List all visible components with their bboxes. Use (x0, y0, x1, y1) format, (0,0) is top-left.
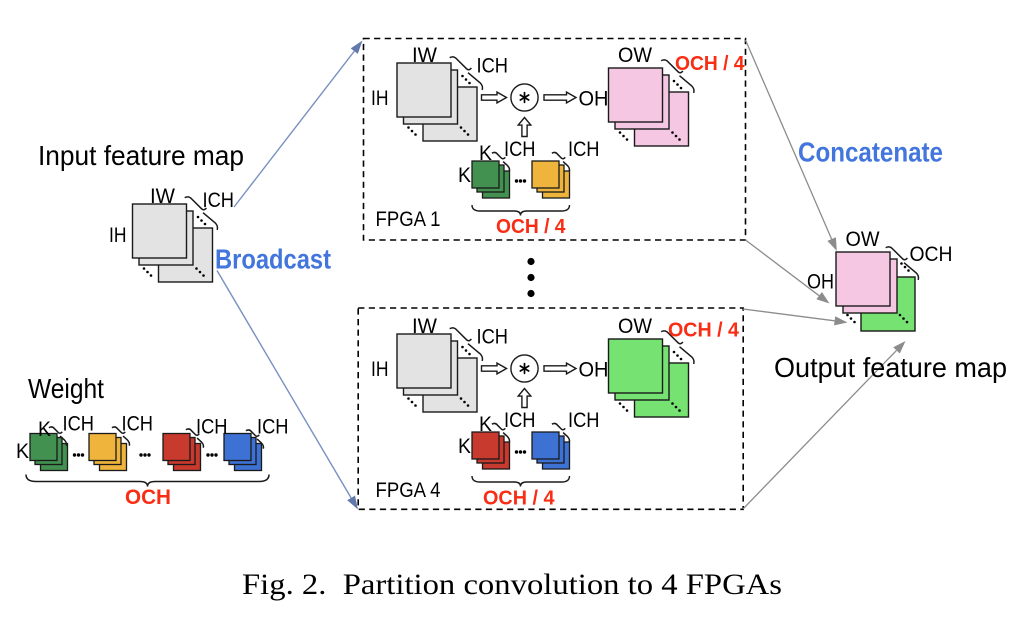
svg-text:OCH / 4: OCH / 4 (675, 53, 745, 75)
svg-text:ICH: ICH (257, 415, 289, 439)
svg-text:ICH: ICH (122, 412, 154, 436)
svg-text:FPGA 1: FPGA 1 (376, 207, 441, 231)
svg-text:ICH: ICH (63, 412, 95, 436)
svg-text:Output feature map: Output feature map (774, 352, 1007, 383)
svg-text:ICH: ICH (203, 188, 235, 212)
svg-text:ICH: ICH (196, 415, 228, 439)
svg-text:FPGA 4: FPGA 4 (376, 478, 441, 502)
svg-text:OCH / 4: OCH / 4 (668, 320, 740, 342)
svg-text:OCH: OCH (910, 242, 953, 266)
svg-text:OCH / 4: OCH / 4 (496, 216, 566, 238)
svg-text:OCH / 4: OCH / 4 (483, 488, 555, 510)
svg-text:IW: IW (150, 184, 176, 208)
svg-text:K: K (16, 439, 29, 463)
svg-text:Input feature map: Input feature map (38, 140, 244, 171)
svg-text:OCH: OCH (125, 486, 171, 509)
svg-text:Weight: Weight (28, 373, 104, 404)
svg-text:Broadcast: Broadcast (215, 244, 331, 275)
svg-text:IH: IH (109, 223, 127, 247)
svg-text:OH: OH (807, 270, 834, 294)
svg-text:Fig. 2. Partition convolution: Fig. 2. Partition convolution to 4 FPGAs (242, 568, 782, 601)
svg-text:Concatenate: Concatenate (798, 137, 943, 168)
svg-text:OW: OW (846, 227, 881, 251)
svg-text:K: K (38, 417, 51, 441)
